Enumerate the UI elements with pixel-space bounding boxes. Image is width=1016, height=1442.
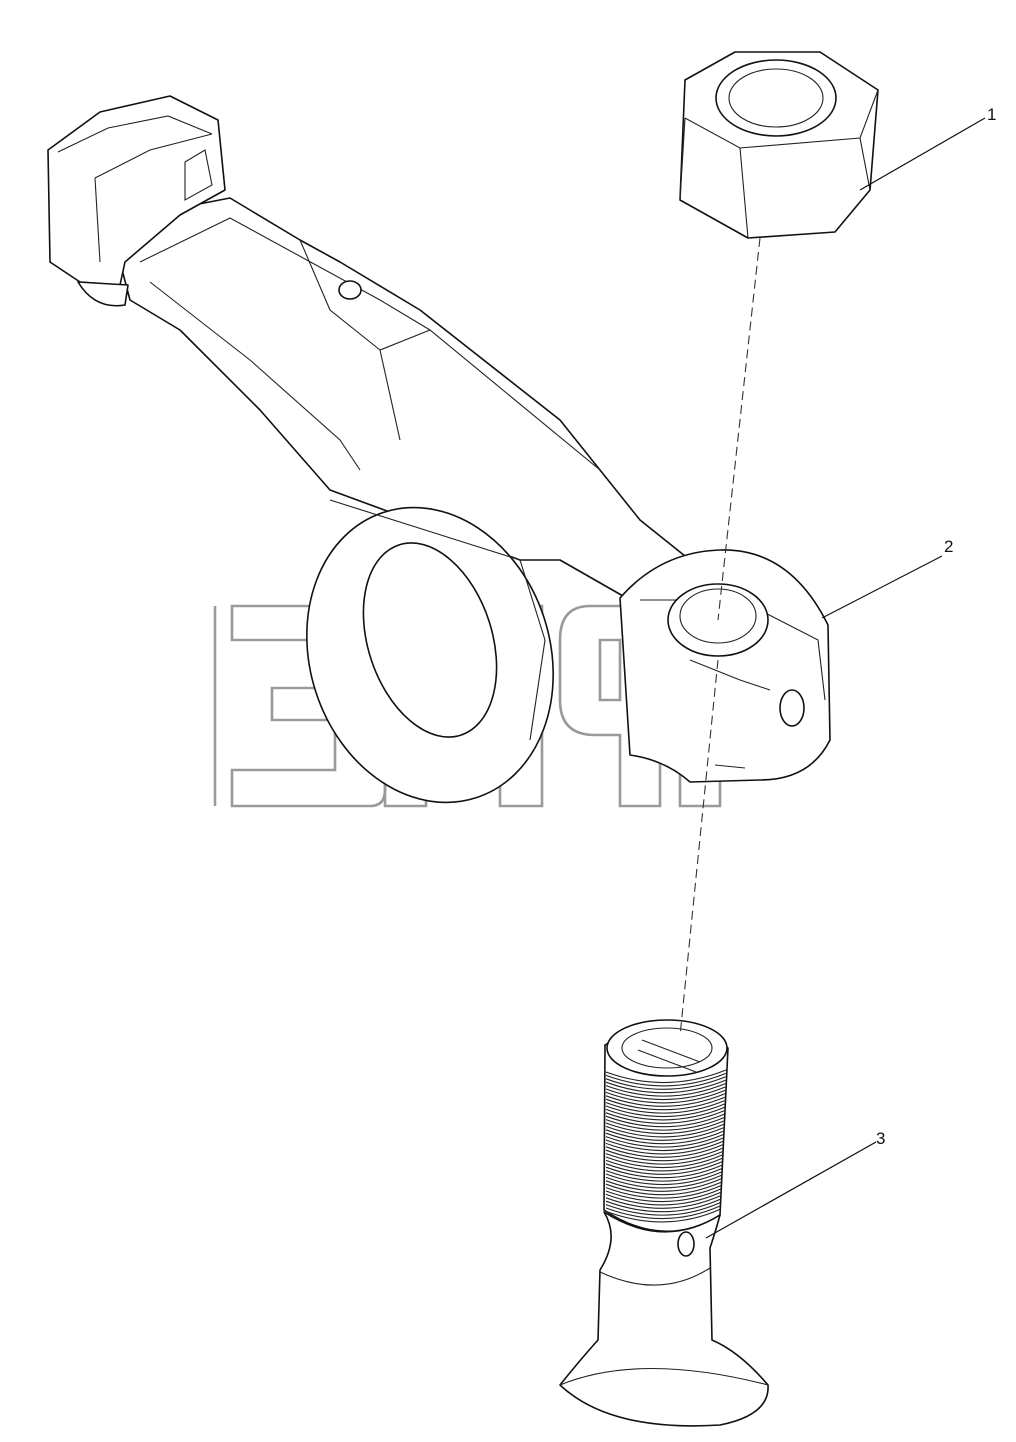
thread-line bbox=[605, 1120, 724, 1135]
thread-line bbox=[605, 1191, 721, 1206]
thread-line bbox=[605, 1198, 721, 1213]
callout-2-label: 2 bbox=[944, 537, 953, 556]
thread-line bbox=[605, 1079, 726, 1094]
rocker-arm bbox=[47, 95, 831, 804]
thread-line bbox=[605, 1089, 726, 1104]
thread-line bbox=[605, 1083, 726, 1097]
thread-line bbox=[605, 1178, 722, 1192]
thread-line bbox=[605, 1140, 724, 1155]
callout-2: 2 bbox=[821, 537, 953, 619]
adjusting-screw bbox=[559, 1019, 769, 1427]
screw-threads bbox=[605, 1069, 727, 1223]
thread-line bbox=[605, 1103, 725, 1118]
callout-1-label: 1 bbox=[987, 105, 996, 124]
thread-line bbox=[605, 1100, 725, 1114]
thread-line bbox=[605, 1123, 724, 1138]
assembly-axis-line bbox=[679, 237, 761, 1037]
thread-line bbox=[605, 1093, 726, 1107]
thread-line bbox=[605, 1174, 722, 1189]
thread-line bbox=[605, 1205, 721, 1220]
thread-line bbox=[605, 1069, 727, 1084]
callout-3: 3 bbox=[705, 1129, 885, 1239]
thread-line bbox=[605, 1086, 726, 1101]
thread-line bbox=[605, 1171, 722, 1186]
thread-line bbox=[605, 1113, 725, 1128]
thread-line bbox=[605, 1208, 721, 1223]
callout-3-label: 3 bbox=[876, 1129, 885, 1148]
thread-line bbox=[605, 1195, 721, 1209]
thread-line bbox=[605, 1185, 722, 1199]
thread-line bbox=[605, 1154, 723, 1169]
thread-line bbox=[605, 1117, 725, 1131]
thread-line bbox=[605, 1130, 724, 1145]
thread-line bbox=[605, 1202, 721, 1216]
thread-line bbox=[605, 1147, 723, 1162]
thread-line bbox=[605, 1134, 724, 1148]
thread-line bbox=[605, 1076, 726, 1090]
thread-line bbox=[605, 1106, 725, 1121]
thread-line bbox=[605, 1164, 723, 1179]
thread-line bbox=[605, 1144, 723, 1158]
thread-line bbox=[605, 1110, 725, 1124]
thread-line bbox=[605, 1161, 723, 1175]
thread-line bbox=[605, 1127, 724, 1141]
thread-line bbox=[605, 1168, 722, 1182]
callout-1: 1 bbox=[859, 105, 996, 191]
thread-line bbox=[605, 1181, 722, 1196]
thread-line bbox=[605, 1188, 721, 1203]
thread-line bbox=[605, 1157, 723, 1172]
thread-line bbox=[605, 1096, 726, 1111]
hex-nut bbox=[679, 51, 879, 239]
thread-line bbox=[605, 1151, 723, 1165]
thread-line bbox=[605, 1137, 724, 1152]
thread-line bbox=[605, 1072, 727, 1087]
